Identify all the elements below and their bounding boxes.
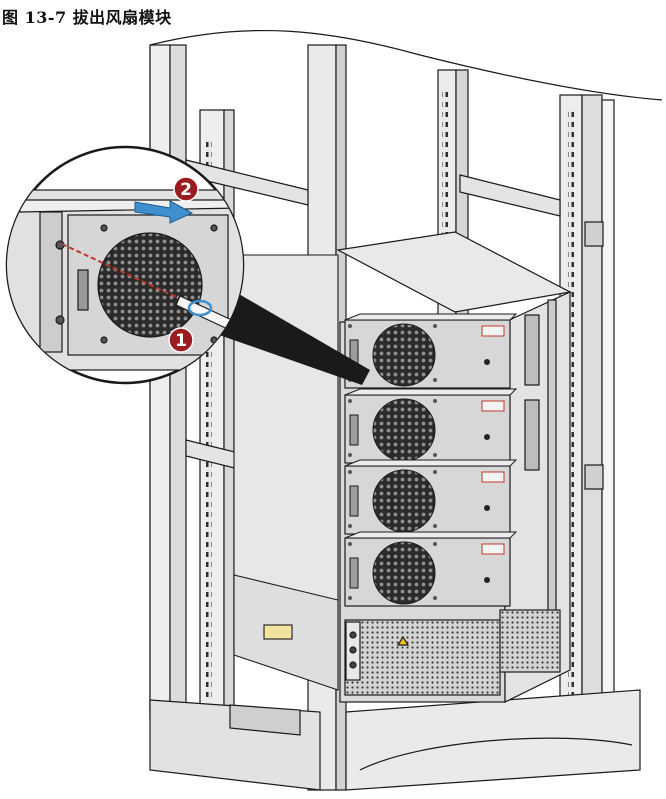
fan-handle bbox=[349, 485, 359, 517]
fan-screw bbox=[433, 453, 437, 457]
screw-path bbox=[61, 243, 201, 309]
fan-grille bbox=[372, 469, 436, 533]
fan-screw bbox=[433, 596, 437, 600]
zoom-leader bbox=[205, 290, 370, 385]
fan-module-3 bbox=[344, 459, 518, 535]
fan-screw bbox=[433, 524, 437, 528]
fan-grille bbox=[372, 398, 436, 462]
fan-grille bbox=[372, 541, 436, 605]
rotate-arrow-icon bbox=[187, 299, 213, 317]
fan-handle bbox=[349, 414, 359, 446]
figure-title: 图 13-7 拔出风扇模块 bbox=[2, 8, 172, 27]
callout-2-number: 2 bbox=[180, 180, 192, 200]
callout-1: 1 bbox=[168, 327, 194, 353]
bottom-vent bbox=[344, 619, 501, 696]
fan-module-2 bbox=[344, 388, 518, 464]
fan-warning-label bbox=[481, 400, 505, 412]
fan-module-4 bbox=[344, 531, 518, 607]
fan-module-1 bbox=[344, 313, 518, 389]
warning-label bbox=[263, 624, 293, 640]
fan-status-led bbox=[484, 359, 490, 365]
fan-screw bbox=[348, 399, 352, 403]
fan-screw bbox=[348, 542, 352, 546]
fan-status-led bbox=[484, 505, 490, 511]
zoom-detail bbox=[5, 145, 245, 385]
callout-2: 2 bbox=[173, 176, 199, 202]
fan-status-led bbox=[484, 577, 490, 583]
fan-module-stack bbox=[344, 313, 518, 607]
fan-screw bbox=[433, 542, 437, 546]
fan-status-led bbox=[484, 434, 490, 440]
fan-screw bbox=[433, 470, 437, 474]
fan-grille bbox=[372, 323, 436, 387]
fan-screw bbox=[433, 324, 437, 328]
fan-screw bbox=[348, 524, 352, 528]
fan-screw bbox=[348, 596, 352, 600]
fan-screw bbox=[348, 470, 352, 474]
fan-warning-label bbox=[481, 471, 505, 483]
fan-handle bbox=[349, 557, 359, 589]
fan-warning-label bbox=[481, 325, 505, 337]
fan-screw bbox=[348, 453, 352, 457]
fan-screw bbox=[433, 378, 437, 382]
fan-warning-label bbox=[481, 543, 505, 555]
warning-icon bbox=[396, 635, 410, 646]
fan-screw bbox=[433, 399, 437, 403]
pull-arrow-icon bbox=[134, 200, 194, 224]
fan-screw bbox=[348, 324, 352, 328]
callout-1-number: 1 bbox=[175, 331, 187, 351]
